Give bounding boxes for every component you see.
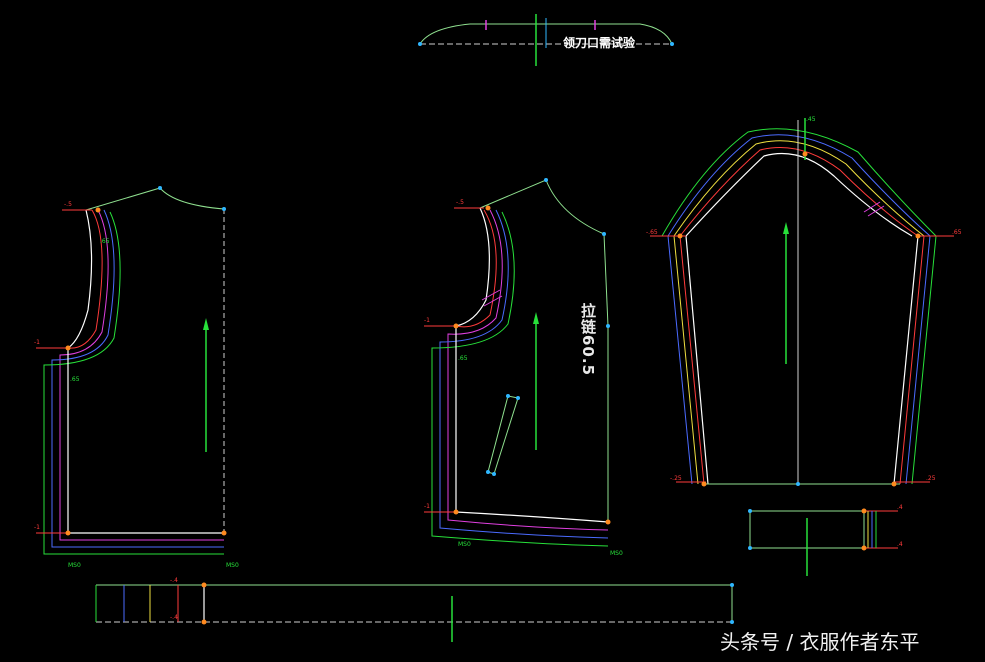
back-side-mid-mark: .65 xyxy=(70,376,80,383)
back-hem-left-mark: MS0 xyxy=(68,562,81,569)
zipper-length-label: 拉链60.5 xyxy=(579,303,597,377)
front-shoulder-mark: -.5 xyxy=(456,199,464,206)
cuff-top-mark: .4 xyxy=(897,504,903,511)
back-shoulder-mark: -.5 xyxy=(64,201,72,208)
sleeve-piece xyxy=(650,118,954,487)
sleeve-bottom-right-mark: .25 xyxy=(926,475,936,482)
front-side-mid-mark: .65 xyxy=(458,355,468,362)
hem-band-piece xyxy=(95,582,734,642)
cuff-piece xyxy=(748,508,898,576)
band-left-bottom-mark: -.4 xyxy=(170,614,178,621)
back-side-top-mark: -1 xyxy=(34,339,40,346)
back-body-piece xyxy=(36,186,227,555)
front-body-piece xyxy=(424,178,611,547)
cuff-bottom-mark: .4 xyxy=(897,541,903,548)
front-hem-mark: -1 xyxy=(424,503,430,510)
front-side-top-mark: -1 xyxy=(424,317,430,324)
band-left-top-mark: -.4 xyxy=(170,577,178,584)
sleeve-bottom-left-mark: -.25 xyxy=(670,475,682,482)
back-hem-right-mark: MS0 xyxy=(226,562,239,569)
sleeve-top-mark: .45 xyxy=(806,116,816,123)
back-armhole-mark: .65 xyxy=(100,238,110,245)
front-hem-right-mark: MS0 xyxy=(610,550,623,557)
collar-note-label: 领刀口需试验 xyxy=(563,36,636,50)
watermark-text: 头条号 / 衣服作者东平 xyxy=(720,630,920,654)
sleeve-right-mark: .65 xyxy=(952,229,962,236)
collar-piece xyxy=(418,14,674,66)
front-hem-left-mark: MS0 xyxy=(458,541,471,548)
sleeve-left-mark: -.65 xyxy=(646,229,658,236)
back-hem-mark: -1 xyxy=(34,524,40,531)
